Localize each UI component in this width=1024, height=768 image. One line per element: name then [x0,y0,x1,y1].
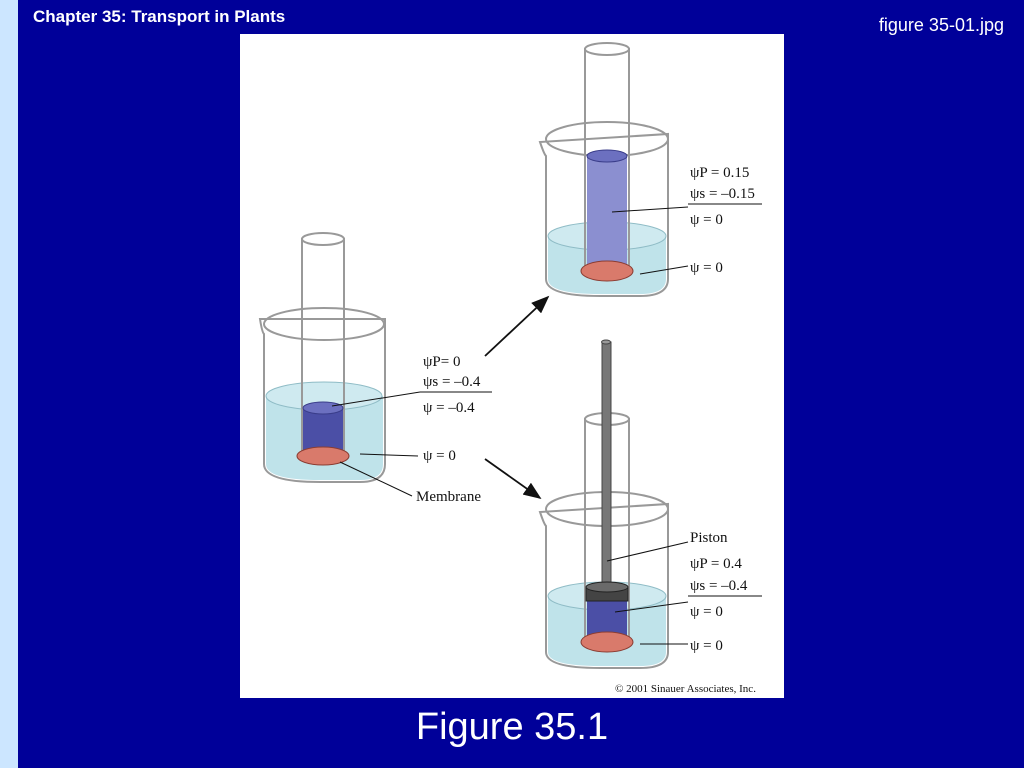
top-right-psi: ψ = 0 [690,212,723,228]
bottom-right-psi-s: ψs = –0.4 [690,578,748,594]
bottom-right-psi: ψ = 0 [690,604,723,620]
membrane [296,446,350,466]
bottom-right-outer-psi: ψ = 0 [690,638,723,654]
left-psi: ψ = –0.4 [423,400,475,416]
solution-column [303,408,343,452]
file-name: figure 35-01.jpg [878,15,1004,35]
top-right-outer-psi: ψ = 0 [690,260,723,276]
arrow-to-top-right [484,295,550,357]
left-beaker [258,307,386,483]
arrow-to-bottom-right [484,458,542,500]
figure-caption: Figure 35.1 [415,706,609,748]
bottom-right-tube [580,412,634,653]
top-right-tube [580,42,634,282]
left-outer-psi: ψ = 0 [423,448,456,464]
membrane-label: Membrane [416,489,481,505]
left-psi-s: ψs = –0.4 [423,374,481,390]
left-accent-bar [0,0,18,768]
figure-panel: ψP= 0 ψs = –0.4 ψ = –0.4 ψ = 0 Membrane [240,34,784,698]
bottom-right-psi-p: ψP = 0.4 [690,556,742,572]
left-tube [296,232,350,466]
piston [585,339,629,602]
left-psi-p: ψP= 0 [423,354,460,370]
chapter-title: Chapter 35: Transport in Plants [33,7,286,26]
top-right-psi-p: ψP = 0.15 [690,165,749,181]
copyright: © 2001 Sinauer Associates, Inc. [615,683,756,695]
piston-label: Piston [690,530,728,546]
top-right-psi-s: ψs = –0.15 [690,186,755,202]
bottom-right-leaders [606,541,762,645]
left-leaders [331,391,492,497]
osmosis-diagram: ψP= 0 ψs = –0.4 ψ = –0.4 ψ = 0 Membrane [258,42,762,695]
top-right-leaders [611,203,762,275]
